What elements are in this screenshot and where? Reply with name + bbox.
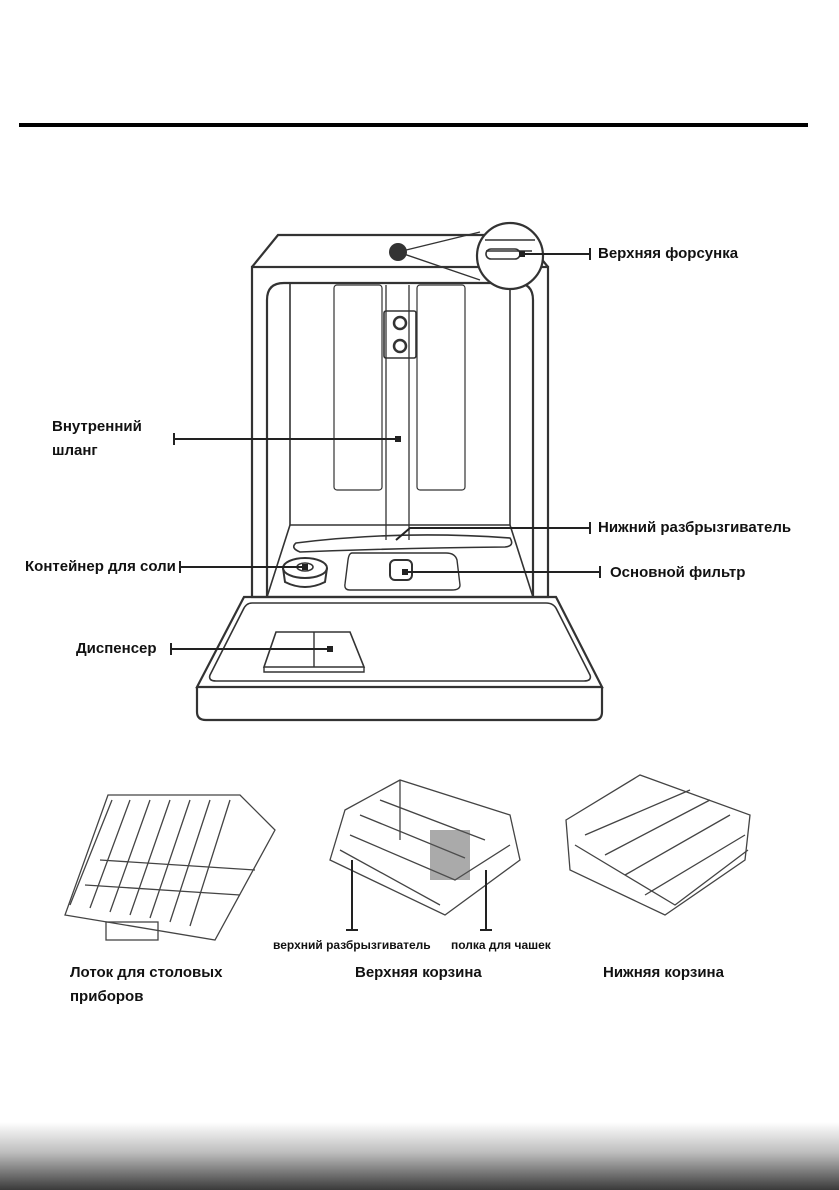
label-salt-container: Контейнер для соли: [25, 558, 176, 575]
footer-gradient: [0, 1122, 839, 1190]
header-divider: [19, 123, 808, 127]
label-dispenser: Диспенсер: [76, 640, 157, 657]
label-inner-hose-2: шланг: [52, 442, 98, 459]
cutlery-tray-drawing: [64, 794, 276, 941]
label-lower-spray-arm: Нижний разбрызгиватель: [598, 519, 792, 536]
label-main-filter: Основной фильтр: [610, 564, 746, 581]
label-cutlery-tray-2: приборов: [70, 988, 144, 1005]
label-cutlery-tray-1: Лоток для столовых: [70, 964, 223, 981]
label-cup-shelf: полка для чашек: [451, 938, 551, 952]
label-lower-basket: Нижняя корзина: [603, 964, 724, 981]
label-inner-hose-1: Внутренний: [52, 418, 142, 435]
label-upper-basket: Верхняя корзина: [355, 964, 482, 981]
lower-basket-drawing: [565, 774, 751, 916]
label-top-spray: Верхняя форсунка: [598, 245, 739, 262]
upper-basket-drawing: [329, 779, 521, 916]
label-upper-spray-arm: верхний разбрызгиватель: [273, 938, 431, 952]
